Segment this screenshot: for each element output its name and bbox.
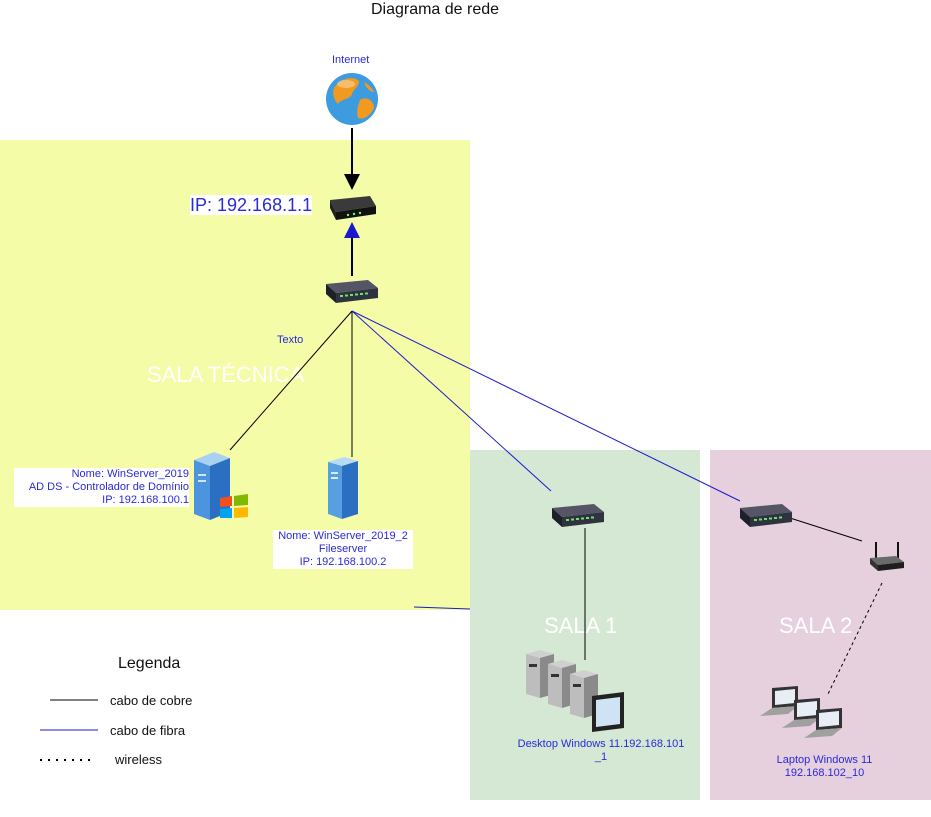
link-sala2-ap: [789, 517, 863, 542]
link-ap-laptop: [827, 582, 883, 695]
server2-role: Fileserver: [318, 543, 368, 555]
internet-label: Internet: [332, 54, 370, 66]
desktop-label: Desktop Windows 11.192.168.101 _1: [496, 738, 706, 764]
legend-swatches: [40, 699, 98, 761]
laptop-label-line2: 192.168.102_10: [784, 767, 865, 779]
zone-label-sala1: SALA 1: [544, 613, 618, 638]
desktops-icon: [526, 650, 624, 732]
laptop-2: [782, 698, 820, 728]
legend-title: Legenda: [118, 655, 181, 672]
switch-icon: [326, 280, 378, 303]
desktop-monitor: [592, 692, 624, 732]
link-switch-server1: [229, 310, 353, 451]
laptop-1: [760, 686, 798, 716]
switch-icon: [740, 504, 792, 527]
desktop-tower-3: [570, 670, 598, 718]
laptop-label-line1: Laptop Windows 11: [776, 754, 873, 766]
laptops-icon: [760, 686, 842, 738]
desktop-label-line2: _1: [594, 751, 608, 763]
desktop-label-line1: Desktop Windows 11.192.168.101: [517, 738, 685, 750]
link-fiber-bottom: [413, 606, 471, 610]
diagram-title: Diagrama de rede: [370, 1, 500, 18]
legend-item-fiber: cabo de fibra: [110, 723, 186, 738]
link-switch-sala2: [351, 310, 741, 502]
server-icon: [328, 457, 358, 519]
server-windows-icon: [194, 452, 248, 520]
router-ip-label: IP: 192.168.1.1: [190, 195, 313, 215]
legend-item-wireless: wireless: [115, 752, 162, 767]
zone-label-tech: SALA TÉCNICA: [147, 362, 305, 387]
laptop-label: Laptop Windows 11 192.168.102_10: [752, 754, 897, 780]
server1-label: Nome: WinServer_2019 AD DS - Controlador…: [14, 468, 189, 507]
server1-name: Nome: WinServer_2019: [71, 468, 189, 480]
legend-item-copper: cabo de cobre: [110, 693, 193, 708]
server1-role: AD DS - Controlador de Domínio: [28, 481, 189, 493]
server2-ip: IP: 192.168.100.2: [299, 556, 387, 568]
router-icon: [330, 196, 376, 220]
link-switch-sala1: [351, 310, 552, 492]
switch-icon: [552, 504, 604, 527]
server2-label: Nome: WinServer_2019_2 Fileserver IP: 19…: [273, 530, 413, 569]
laptop-3: [804, 708, 842, 738]
server1-ip: IP: 192.168.100.1: [102, 494, 189, 506]
zone-label-sala2: SALA 2: [779, 613, 853, 638]
wifi-ap-icon: [870, 542, 904, 571]
server2-name: Nome: WinServer_2019_2: [278, 530, 408, 542]
globe-icon: [326, 73, 378, 125]
texto-label: Texto: [277, 334, 304, 346]
